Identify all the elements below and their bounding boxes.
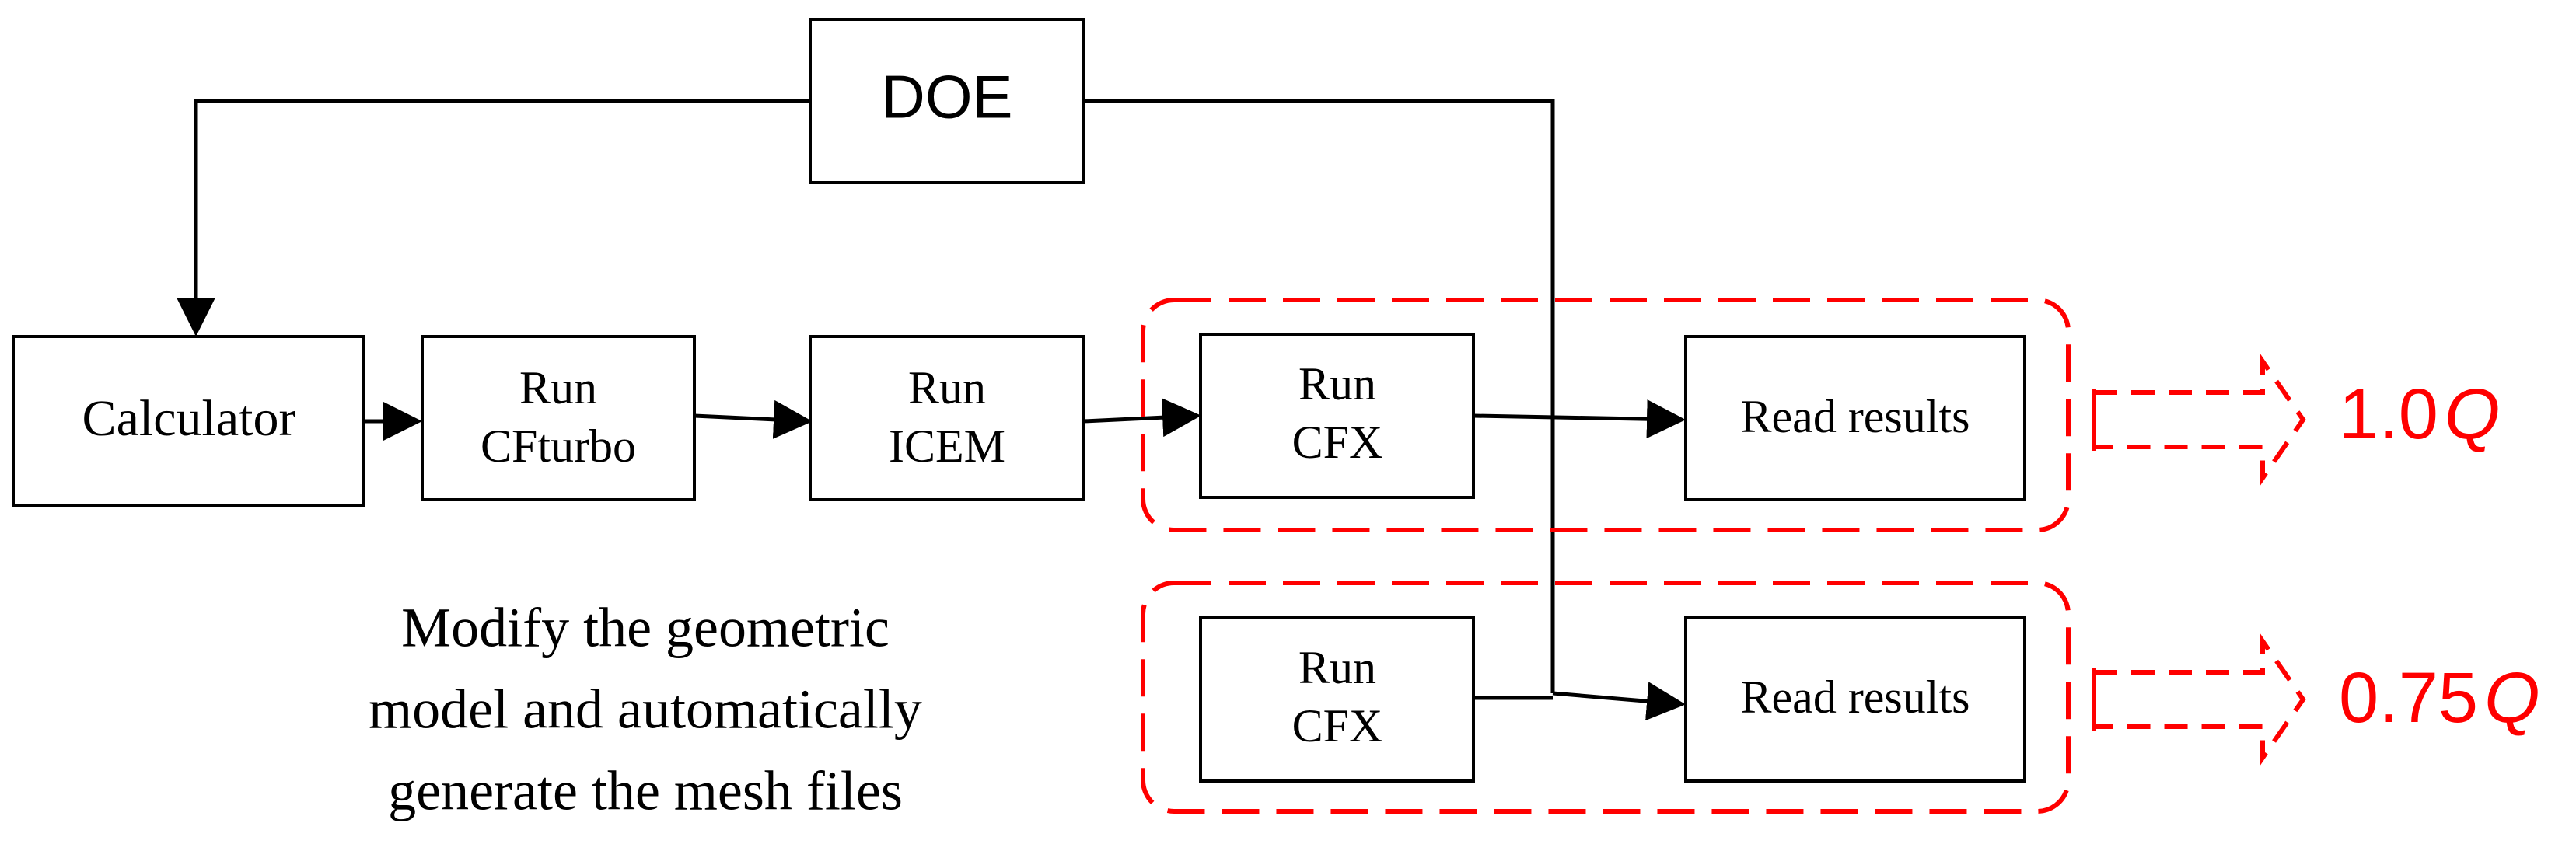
doe-right-spine xyxy=(1084,99,1555,693)
group-top-dashed xyxy=(1141,298,2071,532)
cfx-bottom-label-line2: CFX xyxy=(1292,700,1383,752)
group-bottom-dashed xyxy=(1141,581,2071,814)
doe-box xyxy=(809,18,1085,184)
flow-arrow-bottom xyxy=(2092,633,2306,766)
read-results-top-label: Read results xyxy=(1741,391,1970,442)
flow-top-number: 1.0 xyxy=(2339,375,2438,454)
caption-line-3: generate the mesh files xyxy=(388,760,903,822)
doe-to-calculator-line xyxy=(177,99,810,337)
boxes xyxy=(12,18,2026,783)
cfturbo-label-line2: CFturbo xyxy=(481,420,636,472)
icem-label-line1: Run xyxy=(908,362,986,413)
cfx-bottom-box xyxy=(1199,616,1475,783)
icem-label-line2: ICEM xyxy=(889,420,1005,472)
icem-box xyxy=(809,335,1085,501)
cfturbo-to-icem-arrow xyxy=(694,399,813,439)
cfturbo-label-line1: Run xyxy=(519,362,597,413)
flow-top-unit: Q xyxy=(2445,375,2501,454)
flow-arrow-top xyxy=(2092,354,2306,486)
cfx-to-read-top-arrow xyxy=(1473,399,1686,439)
read-results-bottom-box xyxy=(1684,616,2026,783)
flow-label-top: 1.0Q xyxy=(2339,375,2500,454)
cfx-top-label-line2: CFX xyxy=(1292,417,1383,468)
calculator-label: Calculator xyxy=(82,390,296,447)
flow-label-bottom: 0.75Q xyxy=(2339,658,2540,738)
flow-bottom-number: 0.75 xyxy=(2339,658,2478,738)
cfx-top-box xyxy=(1199,333,1475,499)
caption-line-1: Modify the geometric xyxy=(401,597,890,659)
highlight-groups xyxy=(1141,298,2071,814)
cfturbo-box xyxy=(421,335,696,501)
connectors xyxy=(177,99,1686,721)
flow-bottom-unit: Q xyxy=(2484,658,2540,738)
spine-to-read-bottom-line xyxy=(1552,682,1686,721)
calculator-box xyxy=(12,335,365,507)
red-arrows xyxy=(2092,354,2306,766)
cfx-bottom-label-line1: Run xyxy=(1298,642,1376,693)
caption-line-2: model and automatically xyxy=(369,678,922,741)
doe-label: DOE xyxy=(881,63,1012,131)
icem-to-cfx-arrow xyxy=(1083,398,1201,438)
read-results-top-box xyxy=(1684,335,2026,501)
cfx-top-label-line1: Run xyxy=(1298,358,1376,410)
read-results-bottom-label: Read results xyxy=(1741,671,1970,723)
